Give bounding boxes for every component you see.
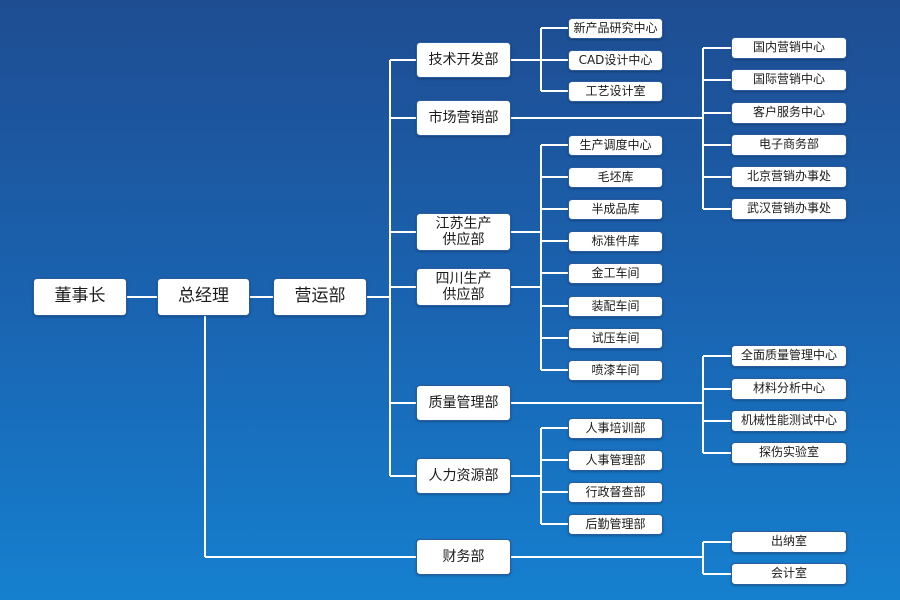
production-unit: 试压车间	[568, 328, 663, 349]
quality-unit: 探伤实验室	[731, 442, 847, 464]
hr-unit: 后勤管理部	[568, 514, 663, 535]
marketing-unit: 客户服务中心	[731, 102, 847, 124]
quality-unit: 机械性能测试中心	[731, 410, 847, 432]
marketing-unit: 国际营销中心	[731, 69, 847, 91]
quality-unit: 全面质量管理中心	[731, 345, 847, 367]
marketing-unit: 北京营销办事处	[731, 166, 847, 188]
production-unit: 喷漆车间	[568, 360, 663, 381]
production-unit: 金工车间	[568, 263, 663, 284]
hr-dept-node: 人力资源部	[416, 458, 511, 494]
quality-dept-node: 质量管理部	[416, 385, 511, 421]
production-unit: 半成品库	[568, 199, 663, 220]
jiangsu-production-dept-node: 江苏生产 供应部	[416, 213, 511, 251]
hr-unit: 人事管理部	[568, 450, 663, 471]
tech-unit: CAD设计中心	[568, 50, 663, 71]
production-unit: 生产调度中心	[568, 135, 663, 156]
marketing-dept-node: 市场营销部	[416, 100, 511, 136]
marketing-unit: 国内营销中心	[731, 37, 847, 59]
sichuan-production-dept-node: 四川生产 供应部	[416, 268, 511, 306]
quality-unit: 材料分析中心	[731, 378, 847, 400]
production-unit: 装配车间	[568, 296, 663, 317]
marketing-unit: 电子商务部	[731, 134, 847, 156]
production-unit: 标准件库	[568, 231, 663, 252]
general-manager-node: 总经理	[157, 278, 250, 316]
production-unit: 毛坯库	[568, 167, 663, 188]
hr-unit: 人事培训部	[568, 418, 663, 439]
hr-unit: 行政督查部	[568, 482, 663, 503]
tech-dev-dept-node: 技术开发部	[416, 42, 511, 78]
finance-unit: 出纳室	[731, 531, 847, 553]
marketing-unit: 武汉营销办事处	[731, 198, 847, 220]
chairman-node: 董事长	[33, 278, 127, 316]
tech-unit: 工艺设计室	[568, 81, 663, 102]
operations-dept-node: 营运部	[273, 278, 367, 316]
finance-dept-node: 财务部	[416, 539, 511, 575]
finance-unit: 会计室	[731, 563, 847, 585]
tech-unit: 新产品研究中心	[568, 18, 663, 39]
